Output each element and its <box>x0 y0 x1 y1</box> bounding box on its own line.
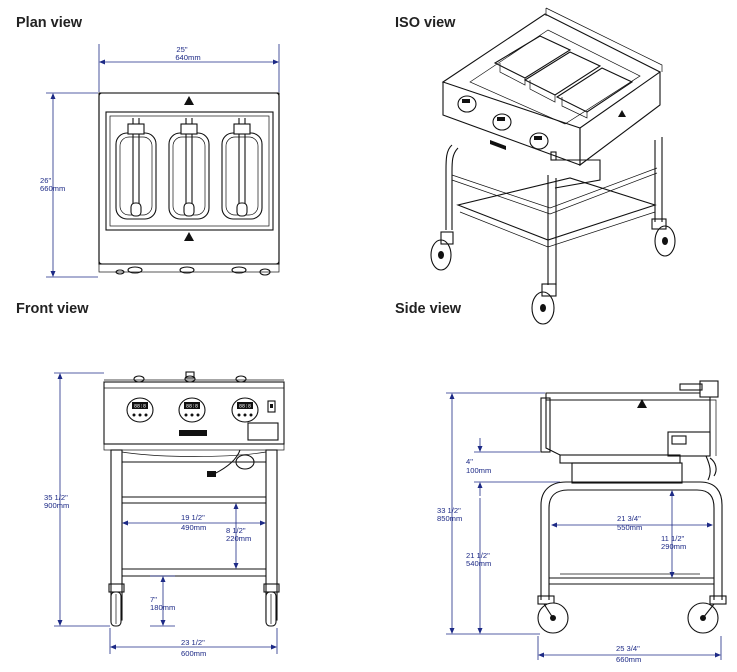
warning-triangle-icon <box>184 96 194 105</box>
side-frame-height-dimension: 21 1/2" 540mm <box>466 498 491 634</box>
side-inner-height-mm: 290mm <box>661 542 686 551</box>
iso-view: ISO view <box>395 7 676 325</box>
side-base-depth-inches: 25 3/4" <box>616 644 640 653</box>
warning-triangle-icon <box>184 232 194 241</box>
front-base-width-mm: 600mm <box>181 649 206 658</box>
front-inner-width-dimension: 19 1/2" 490mm <box>122 513 266 532</box>
plan-width-inches: 25" <box>176 45 187 54</box>
svg-text:88:8: 88:8 <box>186 404 198 410</box>
caster-wheel-icon <box>263 583 280 627</box>
front-power-switch <box>267 400 276 413</box>
caster-wheel-icon <box>108 583 125 627</box>
plan-view: Plan view 25" 640mm 26" 660mm <box>16 15 280 278</box>
warning-triangle-icon <box>618 110 626 117</box>
iso-fry-basket <box>493 35 572 86</box>
front-brand-plate <box>179 422 279 441</box>
plan-depth-inches: 26" <box>40 176 51 185</box>
warning-triangle-icon <box>637 399 647 408</box>
front-control-dial: 88:8 <box>126 397 154 423</box>
side-stand-frame <box>540 481 723 600</box>
front-control-dial: 88:8 <box>178 397 206 423</box>
plan-view-title: Plan view <box>16 15 83 31</box>
caster-wheel-icon <box>531 283 557 325</box>
caster-wheel-icon <box>537 595 569 634</box>
plan-fry-basket <box>168 118 210 220</box>
iso-fry-basket <box>555 67 634 119</box>
plan-depth-dimension: 26" 660mm <box>40 92 98 278</box>
plan-fry-basket <box>221 118 263 220</box>
power-cord-icon <box>207 449 255 477</box>
side-base-depth-mm: 660mm <box>616 655 641 664</box>
side-inner-depth-mm: 550mm <box>617 523 642 532</box>
plan-body-outline <box>98 92 280 273</box>
front-lower-shelf-dimension: 7" 180mm <box>150 575 175 627</box>
front-shelf-gap-mm: 220mm <box>226 534 251 543</box>
front-base-width-dimension: 23 1/2" 600mm <box>109 628 278 658</box>
side-base-depth-dimension: 25 3/4" 660mm <box>537 636 722 664</box>
front-base-width-inches: 23 1/2" <box>181 638 205 647</box>
side-top-section-inches: 4" <box>466 457 473 466</box>
side-view: Side view 33 1/2" 850mm 4" 100mm 21 <box>395 301 727 664</box>
front-control-dial: 88:8 <box>231 397 259 423</box>
side-top-section-dimension: 4" 100mm <box>466 438 560 496</box>
iso-top-surface <box>441 7 663 167</box>
side-view-title: Side view <box>395 301 462 317</box>
side-overall-height-dimension: 33 1/2" 850mm <box>437 392 545 635</box>
side-lower-housing <box>559 454 683 484</box>
side-inner-height-inches: 11 1/2" <box>661 534 685 543</box>
plan-width-dimension: 25" 640mm <box>98 44 280 92</box>
front-lower-shelf-inches: 7" <box>150 595 157 604</box>
plan-control-knobs <box>115 266 271 276</box>
side-inner-depth-inches: 21 3/4" <box>617 514 641 523</box>
plan-depth-mm: 660mm <box>40 184 65 193</box>
side-overall-height-mm: 850mm <box>437 514 462 523</box>
side-inner-depth-dimension: 21 3/4" 550mm <box>551 514 713 532</box>
side-overall-height-inches: 33 1/2" <box>437 506 461 515</box>
side-top-section-mm: 100mm <box>466 466 491 475</box>
iso-control-panel <box>457 95 557 161</box>
front-lower-shelf-mm: 180mm <box>150 603 175 612</box>
caster-wheel-icon <box>651 218 676 257</box>
caster-wheel-icon <box>430 231 454 271</box>
front-shelf-gap-inches: 8 1/2" <box>226 526 246 535</box>
side-frame-height-inches: 21 1/2" <box>466 551 490 560</box>
front-shelf-gap-dimension: 8 1/2" 220mm <box>226 503 251 569</box>
caster-wheel-icon <box>687 595 727 634</box>
front-height-dimension: 35 1/2" 900mm <box>44 372 110 627</box>
svg-text:88:8: 88:8 <box>239 404 251 410</box>
front-stand-frame <box>110 449 278 621</box>
front-inner-width-inches: 19 1/2" <box>181 513 205 522</box>
front-fryer-body <box>103 371 285 451</box>
svg-text:88:8: 88:8 <box>134 404 146 410</box>
front-view: Front view 35 1/2" 900mm 88:8 <box>16 301 285 658</box>
front-view-title: Front view <box>16 301 89 317</box>
side-frame-height-mm: 540mm <box>466 559 491 568</box>
front-height-inches: 35 1/2" <box>44 493 68 502</box>
iso-stand-frame <box>445 137 663 285</box>
iso-fry-basket <box>523 51 602 103</box>
side-inner-height-dimension: 11 1/2" 290mm <box>661 490 686 578</box>
side-fryer-body <box>540 380 719 481</box>
iso-view-title: ISO view <box>395 15 456 31</box>
front-inner-width-mm: 490mm <box>181 523 206 532</box>
front-height-mm: 900mm <box>44 501 69 510</box>
plan-width-mm: 640mm <box>175 53 200 62</box>
plan-fry-basket <box>115 118 157 220</box>
